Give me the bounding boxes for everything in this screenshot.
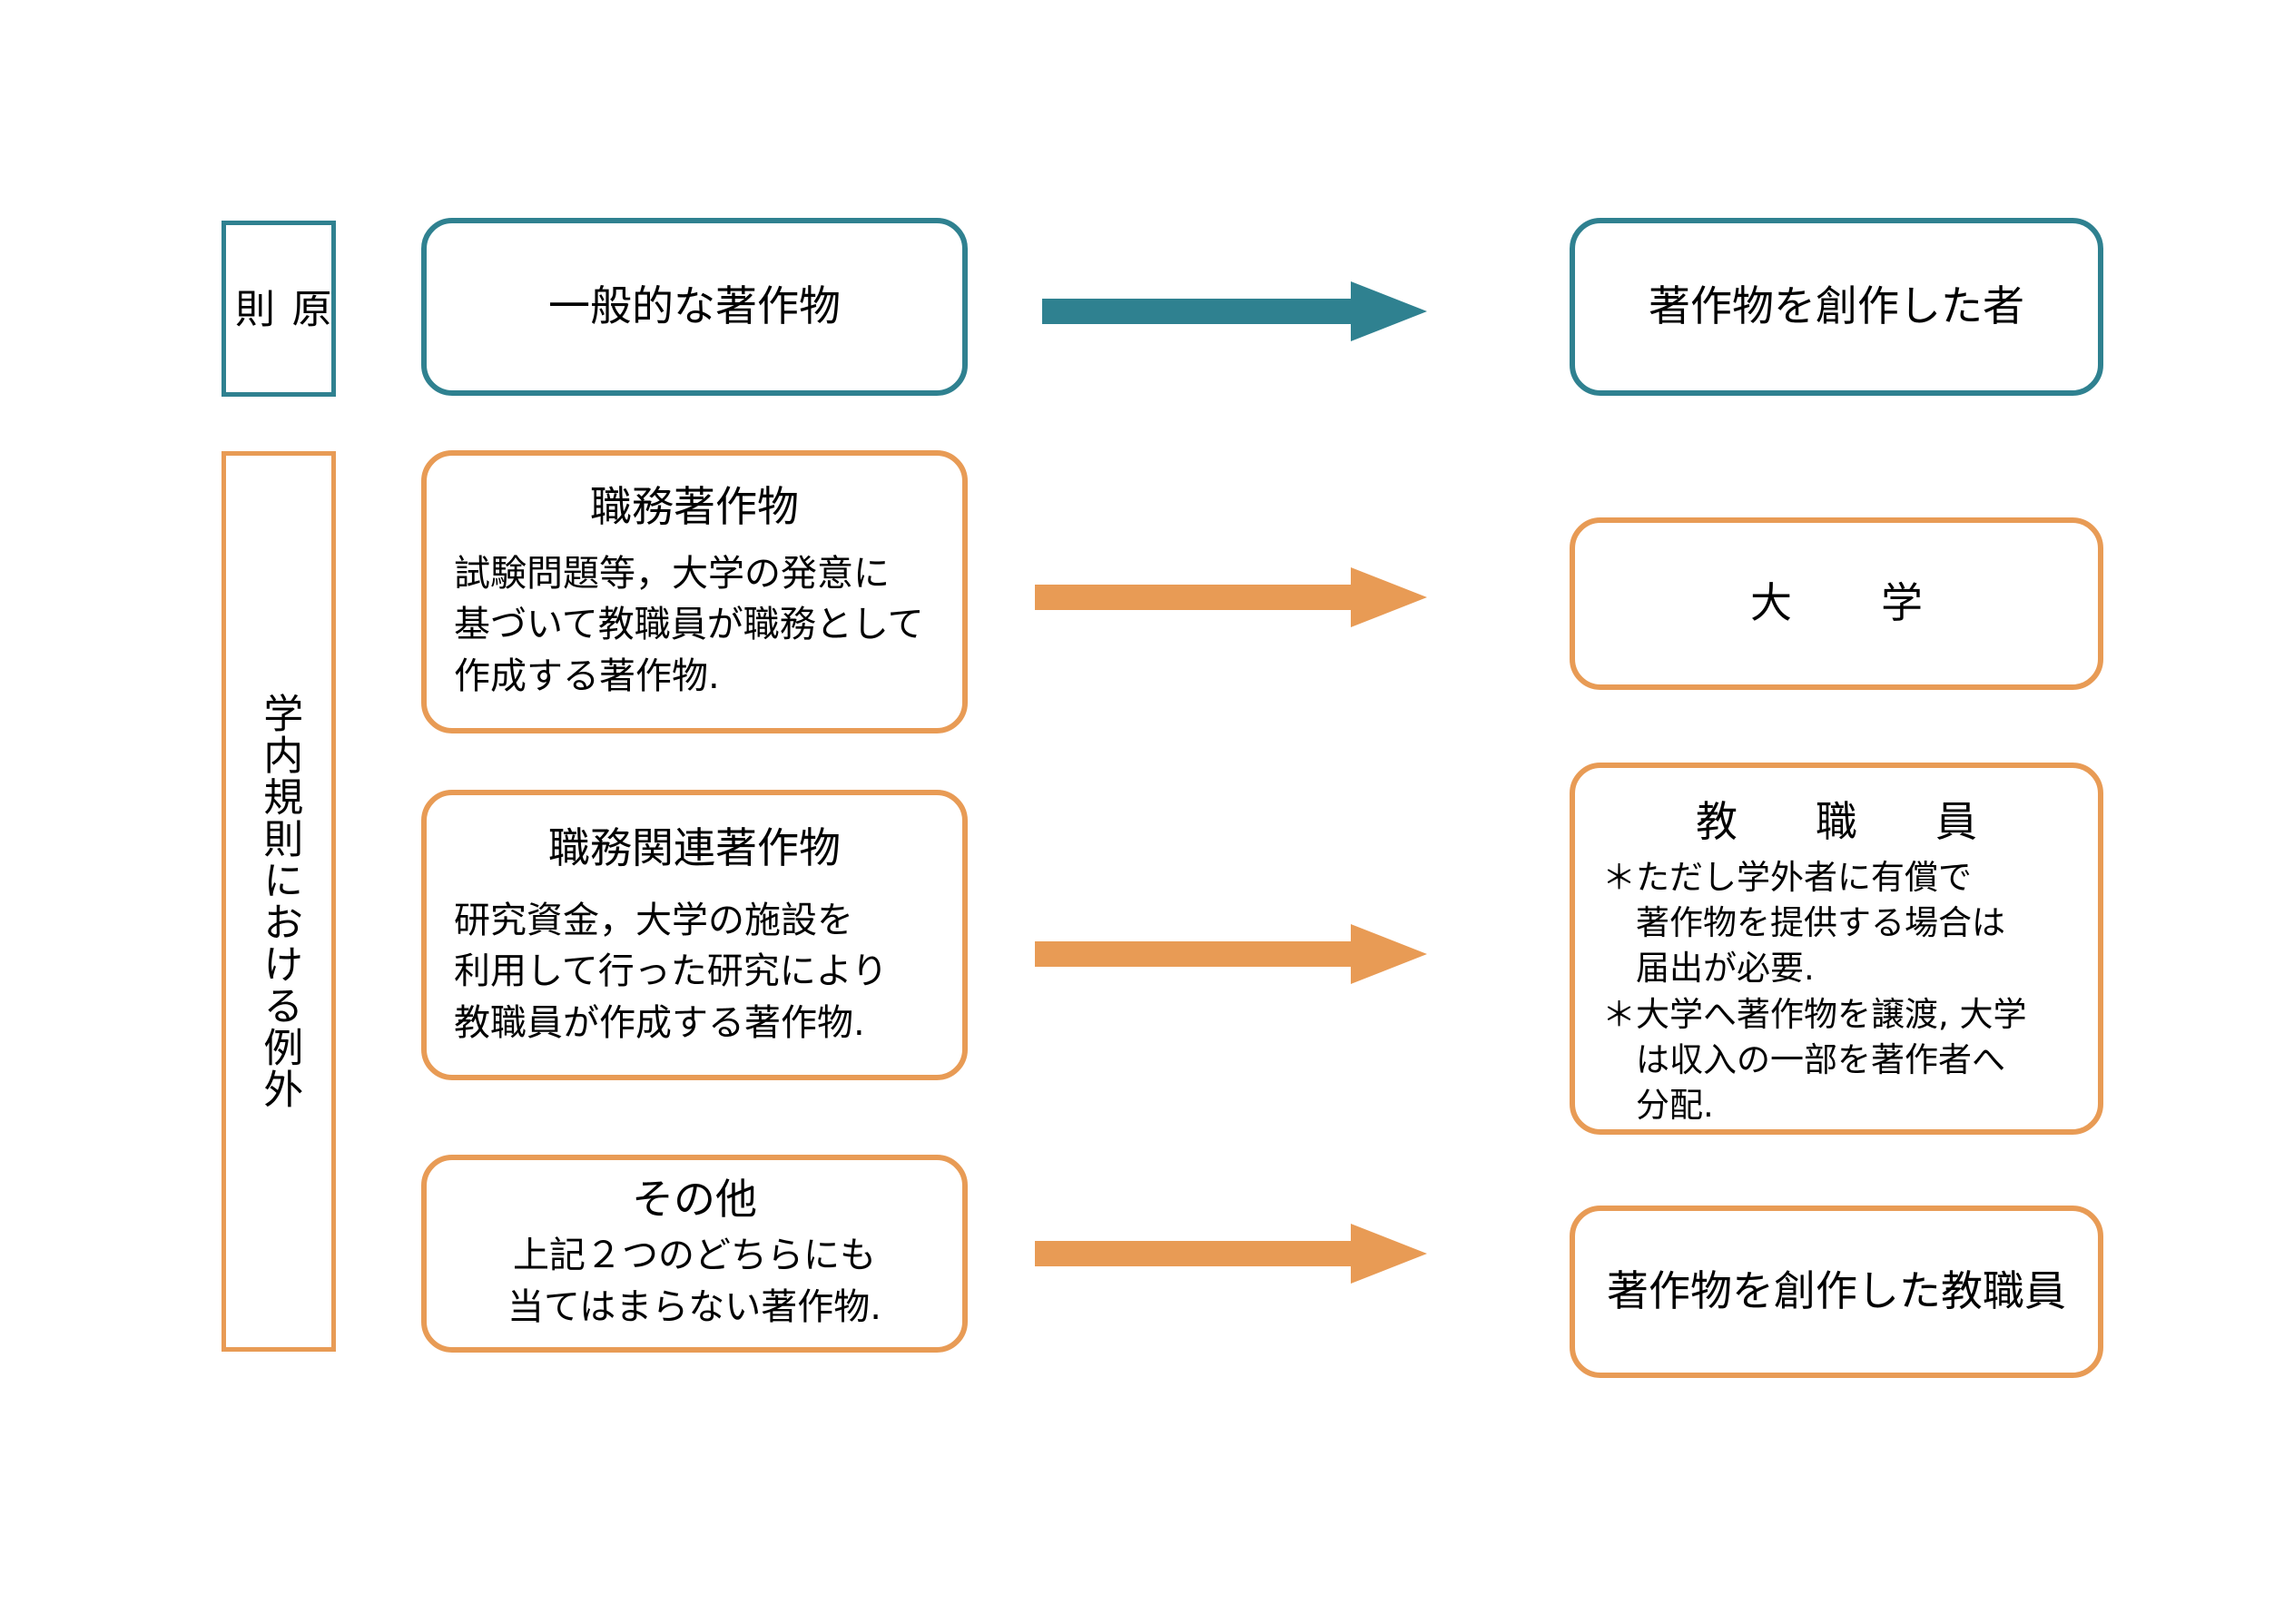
source-box-other-body: 上記２つのどちらにも 当てはまらない著作物.	[507, 1234, 881, 1328]
target-box-creator-faculty: 著作物を創作した教職員	[1570, 1206, 2103, 1378]
source-box-general-work: 一般的な著作物	[421, 218, 968, 396]
arrow-general-work	[1042, 281, 1427, 341]
target-box-general-work-title: 著作物を創作した者	[1649, 281, 2024, 331]
target-box-university: 大 学	[1570, 517, 2103, 690]
target-box-creator-faculty-title: 著作物を創作した教職員	[1607, 1266, 2066, 1316]
source-box-general-work-title: 一般的な著作物	[548, 281, 841, 331]
target-box-faculty-title: 教 職 員	[1696, 797, 1995, 846]
target-box-university-title: 大 学	[1750, 578, 1946, 628]
category-label-principle: 原 則	[222, 221, 336, 397]
target-box-faculty-notes: ＊ただし学外者に有償で 著作物を提供する場合は 届出が必要. ＊大学へ著作物を譲…	[1602, 857, 2027, 1126]
arrow-work-for-hire	[1035, 567, 1427, 627]
source-box-work-for-hire: 職務著作物 試験問題等，大学の発意に 基づいて教職員が職務として 作成する著作物…	[421, 450, 968, 733]
category-label-exception: 学内規則における例外	[222, 451, 336, 1352]
arrow-work-related	[1035, 924, 1427, 984]
source-box-work-for-hire-title: 職務著作物	[590, 482, 799, 531]
target-box-faculty: 教 職 員 ＊ただし学外者に有償で 著作物を提供する場合は 届出が必要. ＊大学…	[1570, 763, 2103, 1135]
category-label-principle-text: 原 則	[228, 288, 331, 330]
source-box-other-title: その他	[632, 1175, 757, 1225]
source-box-work-for-hire-body: 試験問題等，大学の発意に 基づいて教職員が職務として 作成する著作物.	[454, 552, 924, 698]
source-box-work-related-title: 職務関連著作物	[548, 823, 841, 872]
source-box-work-related: 職務関連著作物 研究資金，大学の施設を 利用して行った研究により 教職員が作成す…	[421, 790, 968, 1080]
category-label-exception-text: 学内規則における例外	[256, 693, 303, 1110]
source-box-other: その他 上記２つのどちらにも 当てはまらない著作物.	[421, 1155, 968, 1353]
target-box-general-work: 著作物を創作した者	[1570, 218, 2103, 396]
source-box-work-related-body: 研究資金，大学の施設を 利用して行った研究により 教職員が作成する著作物.	[454, 899, 888, 1045]
arrow-other	[1035, 1224, 1427, 1284]
